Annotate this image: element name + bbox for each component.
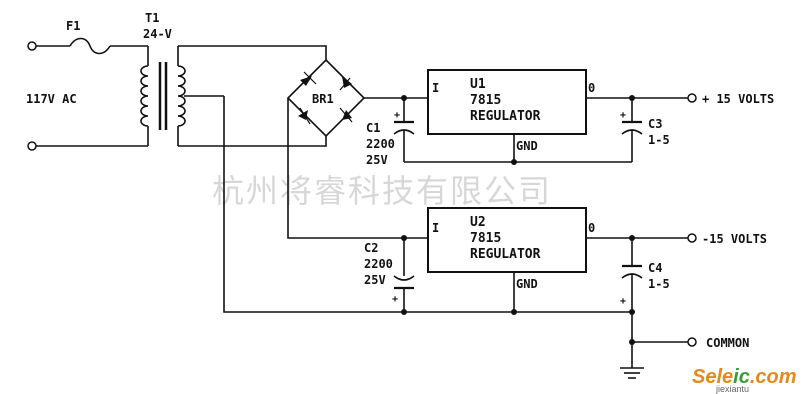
c2-plus: +	[392, 294, 398, 305]
u1-ref: U1	[470, 77, 486, 92]
input-terminal-top[interactable]	[27, 41, 37, 51]
common-terminal[interactable]	[687, 337, 697, 347]
u2-body	[427, 207, 587, 273]
secondary-coil	[177, 65, 186, 127]
u2-pin-in: I	[432, 221, 439, 235]
capacitor-c3: + C3 1-5	[620, 98, 670, 162]
u1-part: 7815	[470, 93, 501, 108]
regulator-u1: U1 7815 REGULATOR I 0 GND	[427, 69, 595, 162]
fuse-ref: F1	[66, 19, 80, 33]
c3-ref: C3	[648, 117, 662, 131]
pos-output-label: + 15 VOLTS	[702, 92, 774, 106]
u2-pin-out: 0	[588, 221, 595, 235]
diode-4	[342, 110, 352, 120]
u2-part: 7815	[470, 231, 501, 246]
c3-plus: +	[620, 110, 626, 121]
transformer-ref: T1	[145, 11, 159, 25]
ground-symbol	[620, 367, 644, 379]
pos-output-terminal[interactable]	[687, 93, 697, 103]
c4-ref: C4	[648, 261, 662, 275]
c4-plus: +	[620, 296, 626, 307]
u1-pin-in: I	[432, 81, 439, 95]
neg-output-label: -15 VOLTS	[702, 232, 767, 246]
neg-output-terminal[interactable]	[687, 233, 697, 243]
u1-pin-gnd: GND	[516, 139, 538, 153]
capacitor-c2: + C2 2200 25V	[364, 238, 415, 312]
u2-type: REGULATOR	[470, 247, 541, 262]
junction	[629, 339, 635, 345]
c3-value: 1-5	[648, 133, 670, 147]
transformer-t1: T1 24-V	[36, 11, 224, 147]
primary-coil	[140, 65, 149, 127]
transformer-rating: 24-V	[143, 27, 172, 41]
c1-ref: C1	[366, 121, 380, 135]
u2-ref: U2	[470, 215, 486, 230]
u1-type: REGULATOR	[470, 109, 541, 124]
bridge-ref: BR1	[312, 92, 334, 106]
diode-1	[300, 76, 312, 86]
junction	[401, 309, 407, 315]
capacitor-c4: + C4 1-5	[620, 238, 670, 312]
junction	[511, 309, 517, 315]
input-voltage-label: 117V AC	[26, 92, 77, 106]
c1-value: 2200	[366, 137, 395, 151]
logo-text: Seleic.com	[692, 366, 797, 388]
site-logo: Seleic.com jiexiantu	[692, 366, 797, 394]
ac-input: 117V AC	[26, 41, 77, 151]
regulator-u2: U2 7815 REGULATOR I 0 GND	[427, 207, 595, 312]
capacitor-c1: + C1 2200 25V	[366, 98, 415, 167]
common-label: COMMON	[706, 336, 749, 350]
fuse-symbol	[69, 37, 111, 55]
input-terminal-bottom[interactable]	[27, 141, 37, 151]
fuse-f1: F1	[36, 19, 148, 55]
watermark-text: 杭州将睿科技有限公司	[212, 172, 552, 210]
logo-subtext: jiexiantu	[715, 384, 749, 394]
c2-value: 2200	[364, 257, 393, 271]
c2-voltage: 25V	[364, 273, 386, 287]
bridge-rectifier-br1: BR1	[286, 58, 366, 138]
c2-ref: C2	[364, 241, 378, 255]
c4-value: 1-5	[648, 277, 670, 291]
u2-pin-gnd: GND	[516, 277, 538, 291]
u1-pin-out: 0	[588, 81, 595, 95]
c1-voltage: 25V	[366, 153, 388, 167]
u1-body	[427, 69, 587, 135]
bridge-outline	[286, 58, 366, 138]
c1-plus: +	[394, 110, 400, 121]
